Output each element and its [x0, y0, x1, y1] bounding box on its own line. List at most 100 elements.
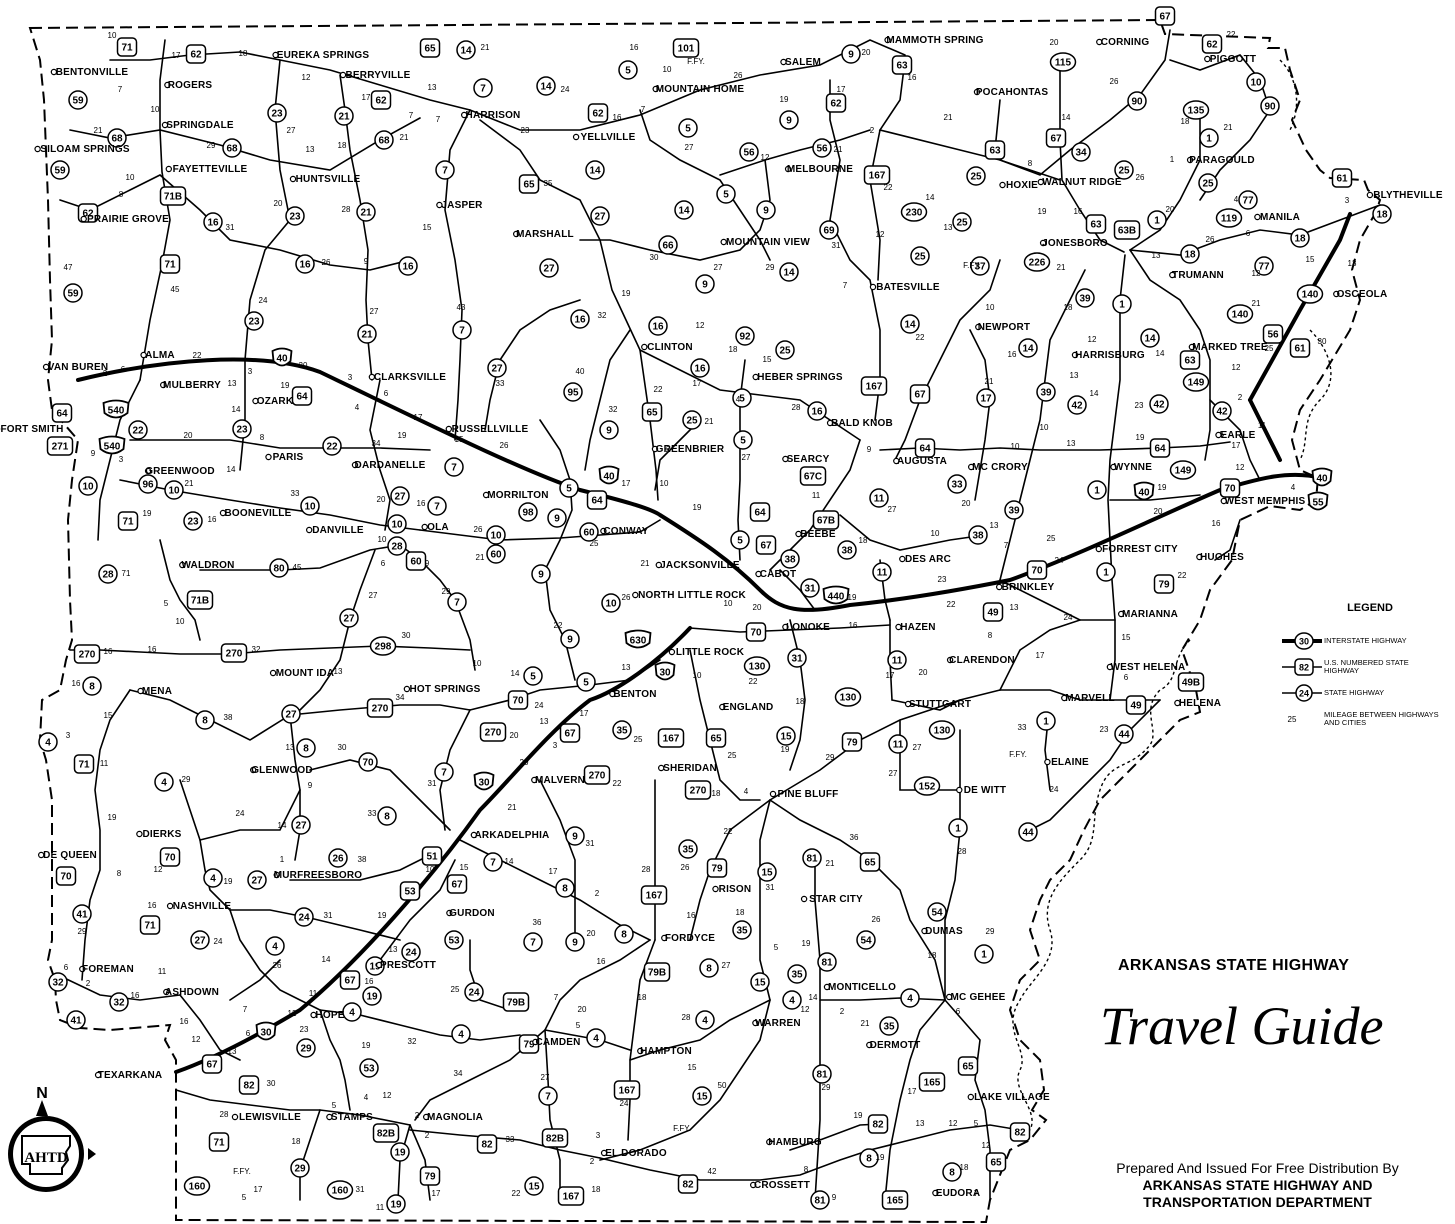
mileage-number: 15: [1306, 255, 1315, 264]
mileage-number: 12: [949, 1119, 958, 1128]
route-number: 59: [67, 289, 79, 300]
route-number: 64: [56, 409, 68, 420]
mileage-number: 31: [832, 241, 841, 250]
us-route-shield: 65: [957, 1056, 979, 1076]
mileage-number: 12: [982, 1141, 991, 1150]
route-number: 65: [424, 44, 436, 55]
city-name: ASHDOWN: [165, 987, 219, 998]
state-route-shield: 59: [50, 160, 70, 180]
mileage-number: 8: [1028, 159, 1033, 168]
route-number: 19: [366, 992, 378, 1003]
city-marker: WEST MEMPHIS: [1220, 496, 1305, 507]
route-number: 77: [1258, 262, 1270, 273]
state-route-shield: 42: [1212, 401, 1232, 421]
us-route-shield: 65: [641, 402, 663, 422]
mileage-number: 29: [78, 927, 87, 936]
mileage-number: 34: [372, 439, 381, 448]
city-name: MALVERN: [535, 775, 585, 786]
mileage-number: 22: [1178, 571, 1187, 580]
mileage-number: 21: [834, 145, 843, 154]
city-marker: FAYETTEVILLE: [165, 164, 247, 175]
mileage-number: 29: [822, 1083, 831, 1092]
city-name: WALDRON: [181, 560, 234, 571]
route-number: 160: [189, 1182, 206, 1193]
mileage-number: 38: [358, 855, 367, 864]
state-route-shield: 1: [1036, 711, 1056, 731]
state-route-shield: 60: [486, 544, 506, 564]
us-route-shield: 71: [116, 37, 138, 57]
route-number: 440: [828, 592, 845, 603]
mileage-number: 30: [267, 1079, 276, 1088]
state-route-shield: 81: [810, 1190, 830, 1210]
legend-label-interstate: INTERSTATE HIGHWAY: [1324, 636, 1407, 645]
state-route-shield: 7: [434, 762, 454, 782]
us-route-shield: 65: [985, 1152, 1007, 1172]
city-marker: OLA: [421, 522, 449, 533]
mileage-number: 18: [796, 697, 805, 706]
mileage-number: 33: [1018, 723, 1027, 732]
mileage-number: 50: [718, 1081, 727, 1090]
state-route-shield: 21: [334, 106, 354, 126]
int-route-shield: 30: [255, 1021, 277, 1041]
city-name: FORT SMITH: [0, 424, 63, 435]
route-number: 270: [226, 649, 243, 660]
mileage-number: 2: [415, 1111, 420, 1120]
city-name: MOUNTAIN HOME: [656, 84, 745, 95]
mileage-number: 24: [1064, 613, 1073, 622]
mileage-number: 7: [243, 1005, 248, 1014]
mileage-number: 22: [884, 183, 893, 192]
mileage-number: 20: [184, 431, 193, 440]
mileage-number: 26: [273, 961, 282, 970]
city-marker: WYNNE: [1110, 462, 1152, 473]
mileage-number: 19: [781, 745, 790, 754]
route-number: 19: [390, 1200, 402, 1211]
city-marker: STUTTGART: [904, 699, 971, 710]
mileage-number: 6: [1124, 673, 1129, 682]
city-marker: DARDANELLE: [351, 460, 425, 471]
mileage-number: 13: [428, 83, 437, 92]
city-marker: GREENWOOD: [144, 466, 215, 477]
route-number: 64: [754, 508, 766, 519]
state-route-shield: 7: [473, 78, 493, 98]
city-name: MC GEHEE: [951, 992, 1006, 1003]
route-number: 540: [104, 442, 121, 453]
state-route-shield: 35: [732, 920, 752, 940]
mileage-number: 22: [554, 621, 563, 630]
state-route-shield: 4: [695, 1010, 715, 1030]
route-number: 22: [326, 442, 338, 453]
legend-sample-us: 82: [1299, 663, 1309, 673]
mileage-number: 21: [705, 417, 714, 426]
mileage-number: 12: [876, 230, 885, 239]
city-name: LEWISVILLE: [239, 1112, 301, 1123]
us-route-shield: 79: [841, 732, 863, 752]
city-name: HARRISON: [466, 110, 521, 121]
credit-line-2: ARKANSAS STATE HIGHWAY AND: [1142, 1177, 1373, 1193]
route-number: 7: [545, 1092, 551, 1103]
city-name: FORREST CITY: [1102, 544, 1178, 555]
mileage-number: 26: [622, 593, 631, 602]
mileage-number: 10: [931, 529, 940, 538]
us-route-shield: 71B: [186, 590, 214, 610]
mileage-number: 19: [802, 939, 811, 948]
route-number: 63: [1184, 356, 1196, 367]
state-route-shield: 60: [579, 522, 599, 542]
route-number: 81: [821, 958, 833, 969]
mileage-number: 19: [1038, 207, 1047, 216]
route-number: 79: [1158, 580, 1170, 591]
city-name: ROGERS: [168, 80, 213, 91]
city-marker: WALDRON: [179, 560, 234, 571]
route-number: 15: [780, 732, 792, 743]
route-number: 51: [426, 852, 438, 863]
city-name: GREENBRIER: [656, 444, 725, 455]
state-route-shield: 10: [78, 476, 98, 496]
route-number: 70: [362, 758, 374, 769]
mileage-number: 14: [505, 857, 514, 866]
city-name: OZARK: [257, 396, 294, 407]
route-number: 149: [1175, 466, 1192, 477]
mileage-number: 2: [595, 889, 600, 898]
us-route-shield: 51: [421, 846, 443, 866]
us-route-shield: 62: [370, 90, 392, 110]
state-route-shield: 25: [952, 212, 972, 232]
state-route-shield: 28: [98, 564, 118, 584]
mileage-number: 4: [1234, 195, 1239, 204]
